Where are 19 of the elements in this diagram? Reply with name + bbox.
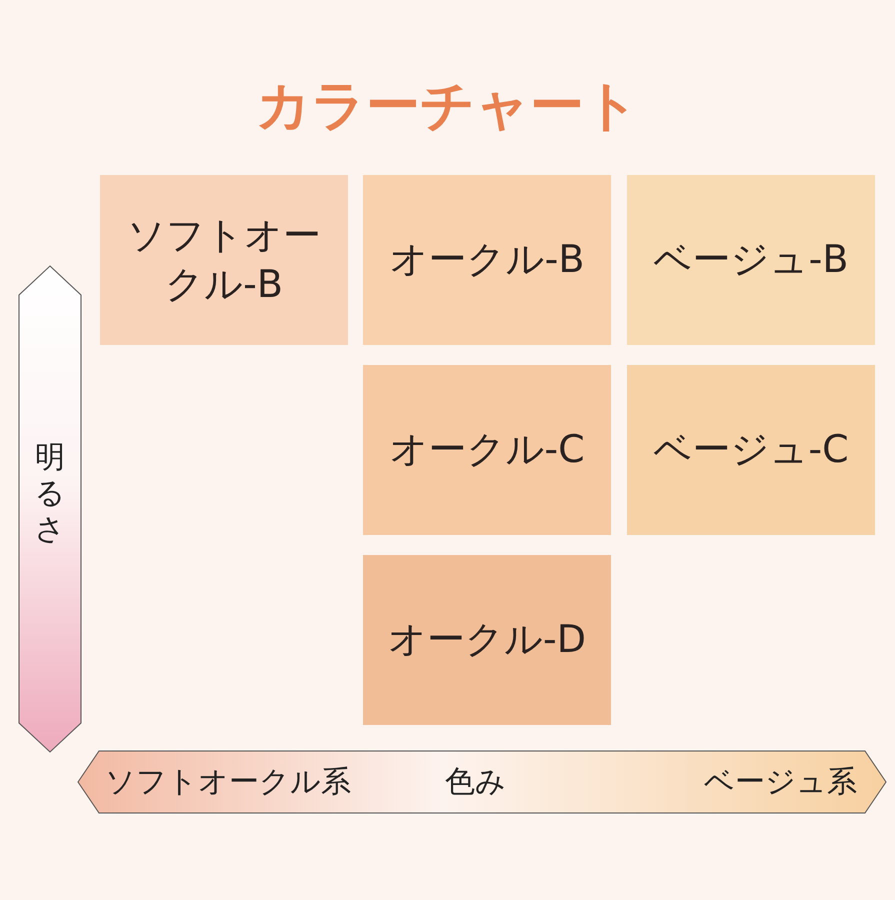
color-swatch xyxy=(627,365,875,535)
axis-label: 色み xyxy=(445,764,506,802)
brightness-axis-band xyxy=(18,265,82,753)
axis-label: ベージュ系 xyxy=(704,764,857,802)
shade-name: ソフトオークル-B xyxy=(126,212,322,308)
color-swatch xyxy=(363,175,611,345)
color-swatch xyxy=(100,175,348,345)
color-swatch xyxy=(363,555,611,725)
shade-name: オークル-C xyxy=(389,426,585,474)
chart-title: カラーチャート xyxy=(255,73,640,139)
shade-name: ベージュ-B xyxy=(654,236,848,284)
axis-label: ソフトオークル系 xyxy=(105,764,351,802)
color-swatch xyxy=(363,365,611,535)
shade-name: オークル-D xyxy=(388,616,586,664)
shade-name: オークル-B xyxy=(390,236,584,284)
axis-label: 明るさ xyxy=(34,440,66,548)
hue-axis-band xyxy=(77,750,887,814)
shade-name: ベージュ-C xyxy=(653,426,849,474)
color-swatch xyxy=(627,175,875,345)
